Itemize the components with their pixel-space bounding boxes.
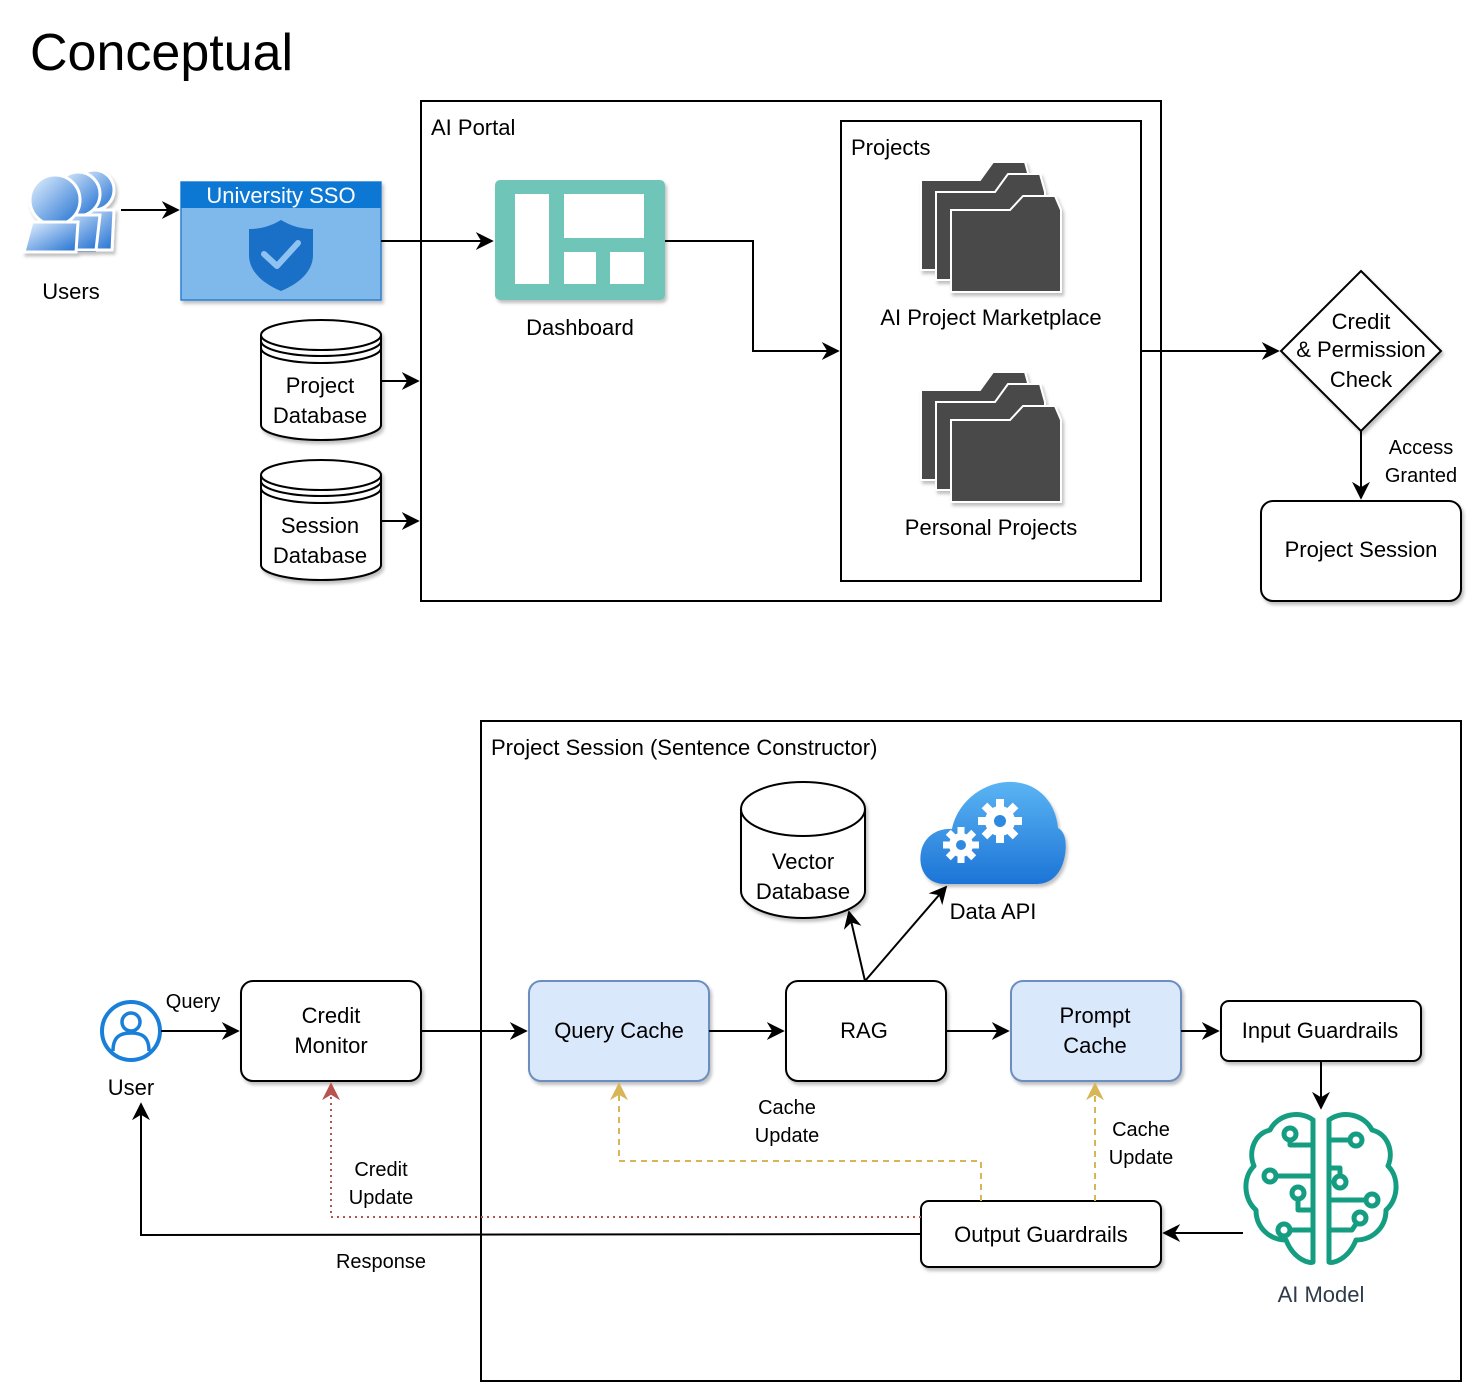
- credit-monitor-label-2: Monitor: [294, 1033, 367, 1058]
- session-db-label-2: Database: [273, 543, 367, 568]
- input-guardrails-label: Input Guardrails: [1242, 1018, 1399, 1043]
- dashboard-icon: [495, 180, 665, 300]
- session-database: [260, 459, 382, 581]
- projects-label: Projects: [851, 135, 930, 160]
- ai-portal-label: AI Portal: [431, 115, 515, 140]
- query-cache-label: Query Cache: [554, 1018, 684, 1043]
- marketplace-label: AI Project Marketplace: [880, 305, 1101, 330]
- access-granted-label-2: Granted: [1385, 465, 1457, 487]
- user-icon: [100, 1000, 162, 1062]
- vector-db-label-1: Vector: [772, 849, 834, 874]
- output-guardrails-label: Output Guardrails: [954, 1222, 1128, 1247]
- credit-monitor-box: [240, 980, 422, 1082]
- folders-icon: [920, 371, 1062, 503]
- cache-update-label-4: Update: [1109, 1147, 1174, 1169]
- brain-circuit-icon: [1243, 1112, 1399, 1265]
- project-session-container-label: Project Session (Sentence Constructor): [491, 735, 877, 760]
- check-label-2: & Permission: [1296, 337, 1426, 362]
- folders-icon: [920, 161, 1062, 293]
- vector-database: [740, 781, 866, 919]
- check-label-3: Check: [1330, 367, 1393, 392]
- cloud-gears-icon: [920, 781, 1066, 884]
- bottom-connectors: [132, 885, 1330, 1242]
- project-database: [260, 319, 382, 441]
- page-title: Conceptual: [30, 24, 293, 82]
- project-session-container: [480, 720, 1462, 1382]
- cache-update-label-3: Cache: [1112, 1119, 1170, 1141]
- cache-update-label-2: Update: [755, 1125, 820, 1147]
- session-db-label-1: Session: [281, 513, 359, 538]
- credit-update-line: [322, 1082, 921, 1218]
- ai-model-label: AI Model: [1278, 1282, 1365, 1307]
- shield-check-icon: [249, 220, 313, 291]
- personal-projects-label: Personal Projects: [905, 515, 1077, 540]
- response-label: Response: [336, 1251, 426, 1273]
- credit-monitor-label-1: Credit: [302, 1003, 361, 1028]
- vector-db-label-2: Database: [756, 879, 850, 904]
- rag-label: RAG: [840, 1018, 888, 1043]
- cache-update-label-1: Cache: [758, 1097, 816, 1119]
- prompt-cache-box: [1010, 980, 1182, 1082]
- project-session-label: Project Session: [1285, 537, 1438, 562]
- check-label-1: Credit: [1332, 309, 1391, 334]
- query-label: Query: [166, 991, 220, 1013]
- credit-update-label-1: Credit: [354, 1159, 408, 1181]
- project-db-label-2: Database: [273, 403, 367, 428]
- user-label: User: [108, 1075, 154, 1100]
- data-api-label: Data API: [950, 899, 1037, 924]
- project-db-label-1: Project: [286, 373, 354, 398]
- sso-label: University SSO: [206, 183, 355, 208]
- access-granted-label-1: Access: [1389, 437, 1453, 459]
- cache-update-lines: [610, 1082, 1104, 1201]
- credit-update-label-2: Update: [349, 1187, 414, 1209]
- users-label: Users: [42, 279, 99, 304]
- project-session-box: [1260, 500, 1462, 602]
- users-icon: [22, 168, 116, 254]
- prompt-cache-label-2: Cache: [1063, 1033, 1127, 1058]
- dashboard-label: Dashboard: [526, 315, 634, 340]
- top-connectors: [121, 201, 1370, 530]
- prompt-cache-label-1: Prompt: [1060, 1003, 1131, 1028]
